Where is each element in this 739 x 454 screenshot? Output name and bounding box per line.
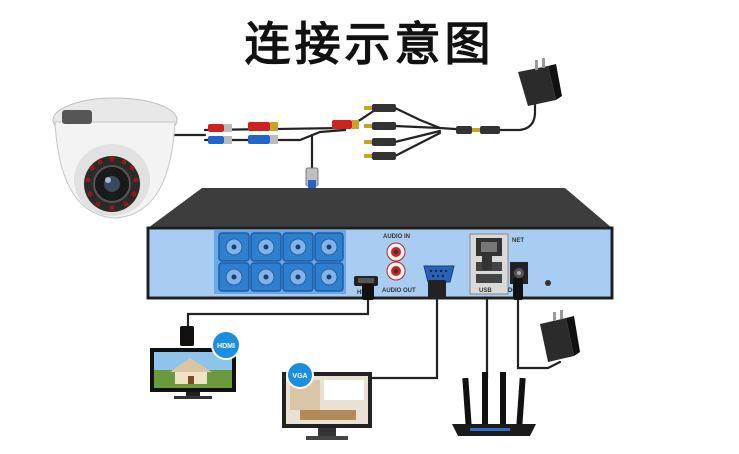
bnc-plug-to-dvr [305,167,319,192]
dvr-recorder: AUDIO IN AUDIO OUT HDMI [146,188,614,300]
splitter-branch-2 [393,124,442,130]
vga-badge: VGA [286,361,314,389]
hdmi-port [354,276,378,286]
lan-plug [482,256,492,270]
diagram-title: 连接示意图 [244,17,495,71]
bnc-ports [218,232,344,292]
rca-connector-middle [248,122,278,144]
ground-screw [545,280,551,286]
svg-text:HDMI: HDMI [217,343,235,350]
vga-port [423,265,455,283]
dc-port-label: DC [508,288,517,294]
hdmi-plug [362,284,374,300]
hdmi-badge: HDMI [211,330,241,360]
audio-out-label: AUDIO OUT [382,288,416,294]
power-cable-top [498,98,537,132]
lan-usb-block [469,233,509,295]
usb-port-label: USB [479,288,492,294]
power-adapter-bottom [540,310,580,362]
splitter-branch-4 [393,131,442,158]
rca-connector-right [332,120,359,129]
dome-camera [52,97,178,219]
splitter-branch-1 [393,106,472,132]
audio-in-label: AUDIO IN [383,234,410,240]
bnc-connector-left [208,124,232,144]
vga-cable [370,296,439,380]
router [452,372,536,436]
power-splitter [364,104,500,160]
net-port-label: NET [512,238,524,244]
hdmi-cable [186,296,370,332]
tv-hdmi [150,326,236,399]
audio-in-port [386,242,406,262]
vga-plug [428,280,446,298]
power-adapter-top [518,58,562,106]
splitter-branch-3 [393,129,442,144]
monitor-vga [282,372,372,440]
audio-out-port [386,261,406,281]
dc-plug [513,278,523,300]
dc-cable [516,298,562,370]
svg-text:VGA: VGA [292,373,307,380]
